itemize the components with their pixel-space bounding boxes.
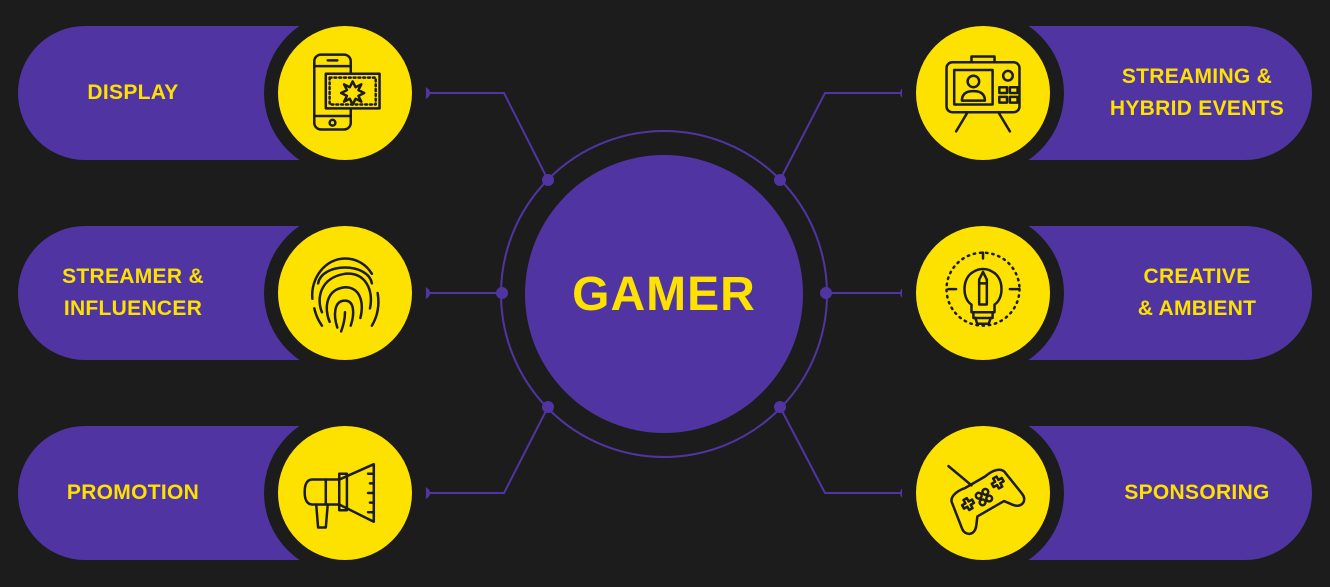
node-sponsoring: SPONSORING — [1022, 426, 1312, 560]
icon-ring — [902, 12, 1064, 174]
node-label: SPONSORING — [1124, 481, 1270, 504]
center-node: GAMER — [525, 155, 803, 433]
camera-monitor-icon — [916, 26, 1050, 160]
icon-ring — [902, 212, 1064, 374]
node-label: PROMOTION — [66, 481, 200, 504]
connector-sponsoring — [779, 406, 906, 494]
lightbulb-pencil-icon — [916, 226, 1050, 360]
node-creative-ambient: CREATIVE & AMBIENT — [1022, 226, 1312, 360]
center-label: GAMER — [572, 267, 756, 321]
node-label: DISPLAY — [87, 81, 179, 104]
megaphone-icon — [278, 426, 412, 560]
node-streamer-influencer: STREAMER & INFLUENCER — [18, 226, 308, 360]
smartphone-banner-icon — [278, 26, 412, 160]
connector-streaming — [779, 92, 906, 181]
node-label: STREAMING & HYBRID EVENTS — [1109, 65, 1285, 120]
icon-ring — [264, 212, 426, 374]
connector-display — [424, 92, 549, 181]
connector-promotion — [424, 406, 549, 494]
node-streaming-hybrid-events: STREAMING & HYBRID EVENTS — [1022, 26, 1312, 160]
center-ring — [500, 130, 828, 458]
node-label: CREATIVE & AMBIENT — [1137, 265, 1257, 320]
fingerprint-icon — [278, 226, 412, 360]
icon-ring — [902, 412, 1064, 574]
node-promotion: PROMOTION — [18, 426, 308, 560]
node-display: DISPLAY — [18, 26, 308, 160]
gamepad-icon — [916, 426, 1050, 560]
icon-ring — [264, 12, 426, 174]
icon-ring — [264, 412, 426, 574]
node-label: STREAMER & INFLUENCER — [62, 265, 204, 320]
